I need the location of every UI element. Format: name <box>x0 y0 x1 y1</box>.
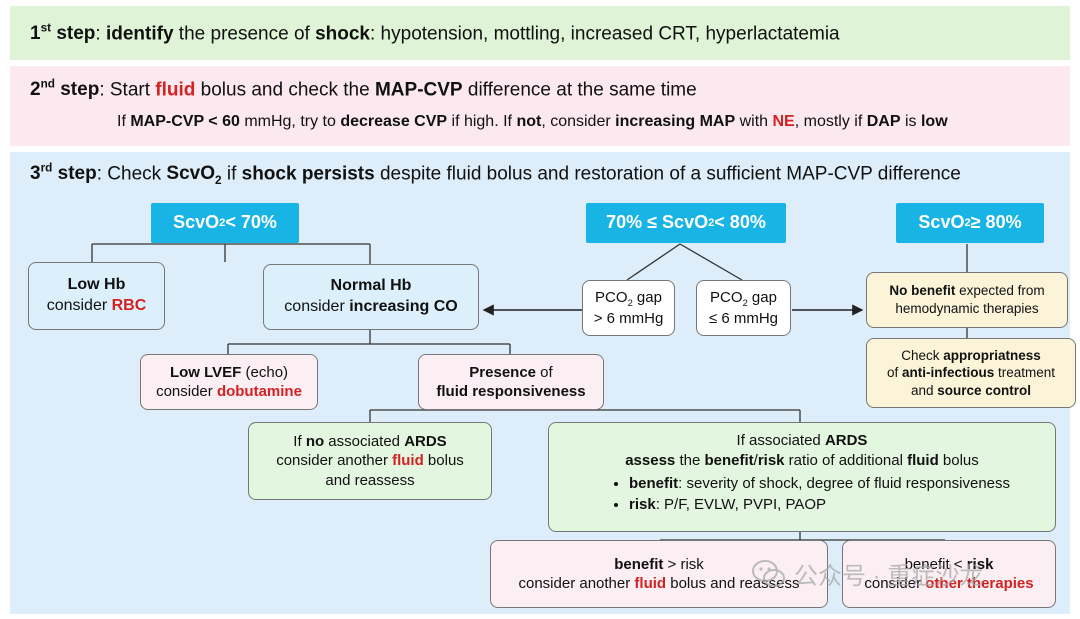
pco2-gap-low-box: PCO2 gap ≤ 6 mmHg <box>696 280 791 336</box>
wechat-icon <box>752 559 785 587</box>
no-ards-box: If no associated ARDS consider another f… <box>248 422 492 500</box>
no-benefit-box: No benefit expected from hemodynamic the… <box>866 272 1068 328</box>
step1-line: 1st step: identify the presence of shock… <box>30 22 840 45</box>
normal-hb-box: Normal Hb consider increasing CO <box>263 264 479 330</box>
fluid-responsiveness-box: Presence of fluid responsiveness <box>418 354 604 410</box>
pco2-gap-high-box: PCO2 gap > 6 mmHg <box>582 280 675 336</box>
check-appropriateness-box: Check appropriatness of anti-infectious … <box>866 338 1076 408</box>
step3-line: 3rd step: Check ScvO2 if shock persists … <box>30 162 961 188</box>
step1-band <box>10 6 1070 60</box>
step2-subline: If MAP-CVP < 60 mmHg, try to decrease CV… <box>117 113 948 130</box>
bullet-benefit: benefit: severity of shock, degree of fl… <box>629 474 1055 494</box>
step2-line: 2nd step: Start fluid bolus and check th… <box>30 78 697 101</box>
ards-box: If associated ARDS assess the benefit/ri… <box>548 422 1056 532</box>
ards-bullets: benefit: severity of shock, degree of fl… <box>549 474 1055 514</box>
low-lvef-box: Low LVEF (echo) consider dobutamine <box>140 354 318 410</box>
low-hb-box: Low Hb consider RBC <box>28 262 165 330</box>
watermark: 公众号 · 重症沙龙 <box>752 556 983 591</box>
bullet-risk: risk: P/F, EVLW, PVPI, PAOP <box>629 495 1055 515</box>
benefit-gt-risk-box: benefit > risk consider another fluid bo… <box>490 540 828 608</box>
benefit-lt-risk-box: benefit < risk consider other therapies <box>842 540 1056 608</box>
step2-band <box>10 66 1070 146</box>
